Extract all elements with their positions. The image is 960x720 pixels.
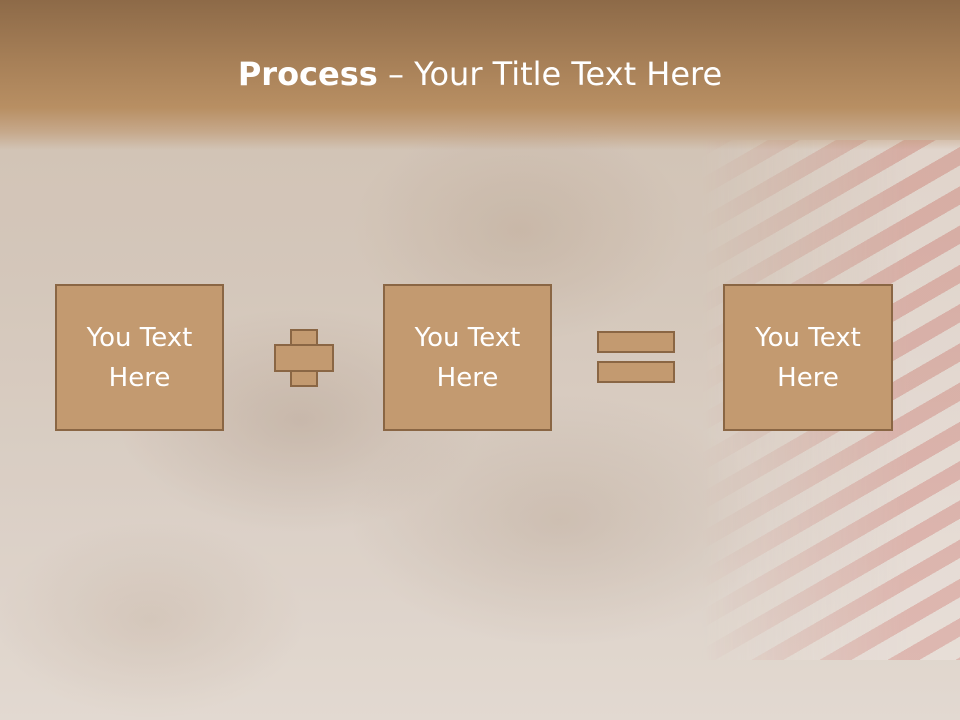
text-box-3-line2: Here	[777, 362, 839, 393]
title-bold: Process	[237, 55, 378, 93]
slide-title: Process – Your Title Text Here	[0, 52, 960, 96]
text-box-1-line1: You Text	[86, 322, 193, 353]
text-box-3[interactable]: You Text Here	[723, 284, 893, 431]
equals-icon-bottom-bar	[597, 361, 675, 383]
text-box-2-label: You Text Here	[408, 318, 528, 398]
text-box-3-label: You Text Here	[748, 318, 868, 398]
text-box-2[interactable]: You Text Here	[383, 284, 552, 431]
text-box-2-line1: You Text	[414, 322, 521, 353]
title-banner	[0, 0, 960, 150]
plus-icon-center	[292, 346, 316, 370]
title-rest: – Your Title Text Here	[377, 55, 723, 93]
text-box-1-line2: Here	[108, 362, 171, 393]
text-box-1[interactable]: You Text Here	[55, 284, 224, 431]
equals-icon-top-bar	[597, 331, 675, 353]
text-box-2-line2: Here	[436, 362, 499, 393]
text-box-1-label: You Text Here	[80, 318, 200, 398]
text-box-3-line1: You Text	[755, 322, 861, 353]
